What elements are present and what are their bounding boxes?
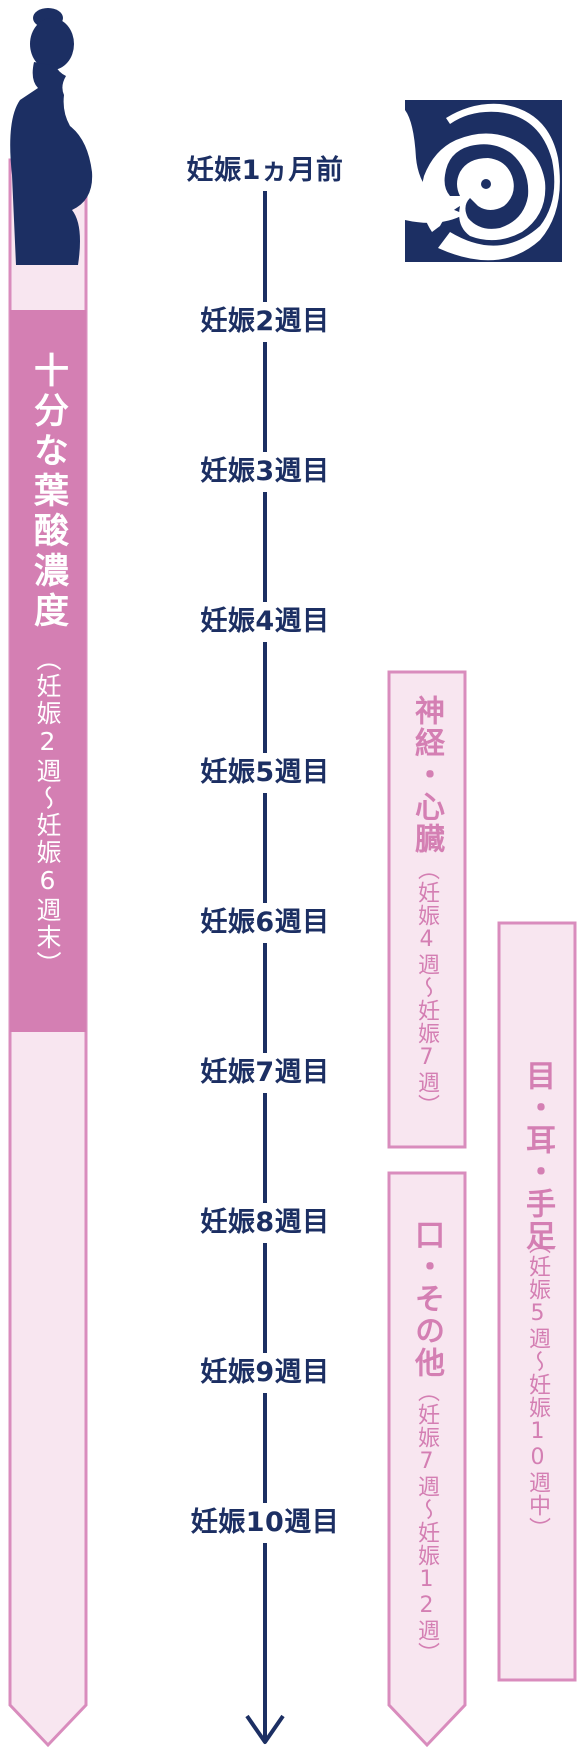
neural-heart-title: 神経・心臓 [409, 695, 444, 855]
neural-heart-box [387, 670, 467, 1149]
timeline-label-week-2: 妊娠2週目 [150, 302, 380, 342]
timeline-label-week-10: 妊娠10週目 [150, 1503, 380, 1543]
mouth-other-range: （妊娠7週〜妊娠12週） [414, 1380, 439, 1665]
fetus-in-womb-icon [405, 100, 562, 262]
column-top-gap [12, 268, 84, 308]
neural-heart-range: （妊娠4週〜妊娠7週） [414, 858, 439, 1117]
timeline-label-week-6: 妊娠6週目 [150, 903, 380, 943]
eye-ear-hand-foot-box [497, 921, 577, 1682]
timeline-label-week-5: 妊娠5週目 [150, 753, 380, 793]
timeline-label-month-before: 妊娠1ヵ月前 [150, 151, 380, 191]
folic-acid-range: （妊娠2週〜妊娠6週末） [33, 646, 62, 978]
timeline-arrowhead [245, 1714, 285, 1744]
timeline-label-week-7: 妊娠7週目 [150, 1053, 380, 1093]
mouth-other-arrow [387, 1171, 467, 1748]
timeline-label-week-9: 妊娠9週目 [150, 1353, 380, 1393]
timeline-label-week-4: 妊娠4週目 [150, 602, 380, 642]
timeline-label-week-8: 妊娠8週目 [150, 1203, 380, 1243]
eye-ear-hand-foot-title: 目・耳・手足 [520, 1060, 555, 1252]
mouth-other-title: 口・その他 [409, 1219, 444, 1379]
folic-acid-period-bar [10, 310, 86, 1032]
timeline-label-week-3: 妊娠3週目 [150, 452, 380, 492]
eye-ear-hand-foot-range: （妊娠5週〜妊娠10週中） [525, 1232, 550, 1540]
pregnant-woman-silhouette-icon [10, 8, 93, 265]
folic-acid-title: 十分な葉酸濃度 [28, 352, 68, 632]
